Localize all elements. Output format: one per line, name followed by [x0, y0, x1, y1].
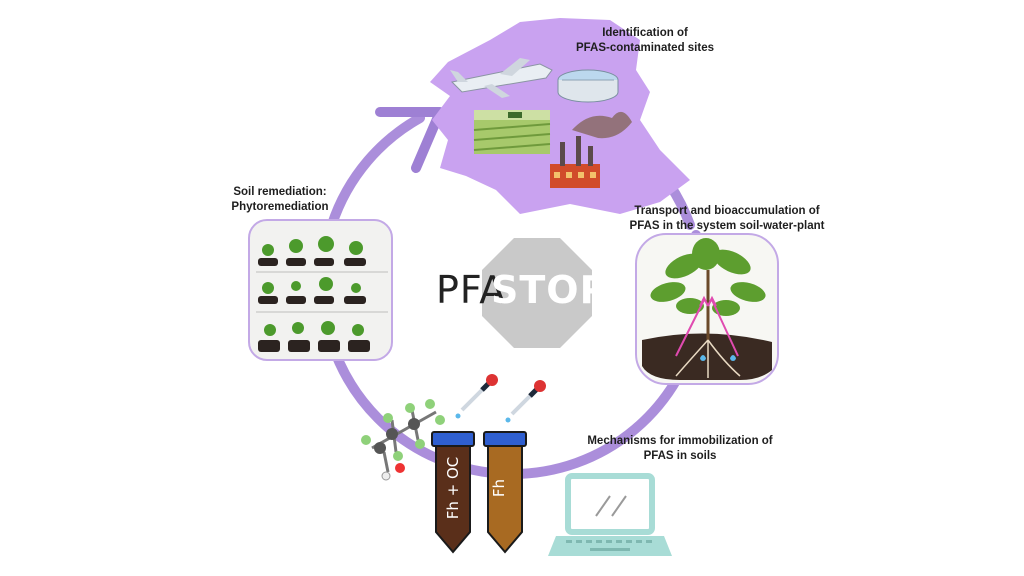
tube-fh-oc-label: Fh + OC	[444, 456, 462, 520]
stop-sign-icon	[482, 238, 592, 348]
caption-identification: Identification of PFAS-contaminated site…	[520, 26, 770, 56]
caption-remediation-line1: Soil remediation:	[233, 186, 327, 198]
tube-fh	[483, 431, 527, 554]
tube-fh-label: Fh	[490, 478, 508, 498]
water-treatment-icon	[557, 69, 619, 103]
caption-transport: Transport and bioaccumulation of PFAS in…	[592, 204, 862, 234]
galicia-map	[430, 18, 690, 214]
tube-fh-oc	[431, 431, 475, 554]
caption-remediation: Soil remediation: Phytoremediation	[200, 185, 360, 215]
caption-remediation-line2: Phytoremediation	[231, 201, 329, 213]
molecule-icon	[361, 399, 445, 481]
logo-stop-text: STOP	[491, 268, 609, 312]
caption-transport-line1: Transport and bioaccumulation of	[634, 205, 820, 217]
laptop-icon	[548, 473, 672, 556]
caption-transport-line2: PFAS in the system soil-water-plant	[629, 220, 825, 232]
farm-field-icon	[473, 110, 551, 154]
caption-identification-line1: Identification of	[602, 27, 688, 39]
dropper-icon	[455, 374, 546, 423]
airplane-icon	[450, 58, 553, 98]
logo-pfa-text: PFA	[436, 268, 507, 312]
seedling-pots-icon	[248, 219, 393, 361]
caption-mechanisms-line2: PFAS in soils	[643, 450, 717, 462]
factory-icon	[550, 111, 632, 188]
caption-mechanisms: Mechanisms for immobilization of PFAS in…	[560, 434, 800, 464]
plant-roots-icon	[635, 233, 779, 385]
caption-mechanisms-line1: Mechanisms for immobilization of	[587, 435, 773, 447]
caption-identification-line2: PFAS-contaminated sites	[575, 42, 715, 54]
